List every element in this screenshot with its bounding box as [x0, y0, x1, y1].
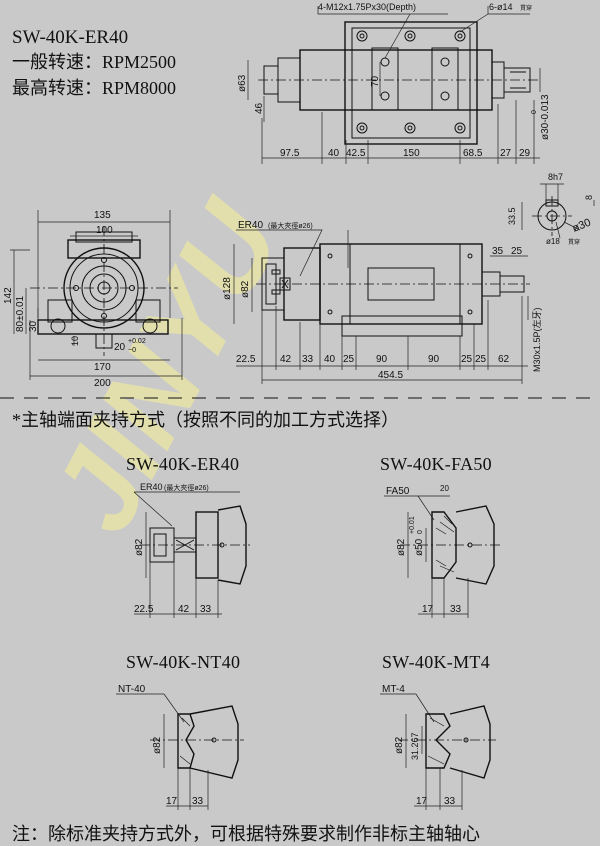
dim-80: 80±0.01 [15, 295, 26, 332]
variant-fa50-drawing [384, 495, 500, 618]
dim-142: 142 [3, 287, 14, 304]
variant-fa50-dim-1: 17 [422, 604, 434, 615]
dim-70: 70 [370, 75, 381, 87]
variant-fa50-dim-2: 33 [450, 604, 462, 615]
side-collet: ER40 [238, 220, 263, 231]
variant-nt40-dim-2: 33 [192, 796, 204, 807]
max-speed: 最高转速：RPM8000 [12, 78, 177, 98]
variant-fa50-dia2: ø50 [414, 538, 425, 556]
dim-33-5: 33.5 [507, 207, 517, 225]
hole-note-suffix: 貫穿 [520, 4, 532, 12]
top-dim-1: 97.5 [280, 148, 300, 159]
side-dim-6: 90 [376, 354, 388, 365]
dim-d63: ø63 [237, 74, 248, 92]
variant-mt4-dim-1: 17 [416, 796, 428, 807]
variant-mt4-dia: ø82 [394, 736, 405, 754]
top-dim-2: 40 [328, 148, 340, 159]
variant-mt4-drawing [380, 693, 496, 810]
hole-note: 6-ø14 [489, 2, 513, 12]
top-dim-4: 150 [403, 148, 420, 159]
side-dim-10: 62 [498, 354, 510, 365]
side-view [233, 229, 530, 384]
variant-fa50-top: 20 [440, 484, 449, 493]
dim-d82: ø82 [240, 280, 251, 298]
side-dim-3: 33 [302, 354, 314, 365]
dim-20-tol-dn: −0 [128, 347, 136, 354]
variant-er40-dim-1: 22.5 [134, 604, 154, 615]
variant-mt4-dia2: 31.267 [410, 732, 420, 760]
footer-note: 注：除标准夹持方式外，可根据特殊要求制作非标主轴轴心 [12, 824, 480, 844]
dim-d30: ø30 [571, 217, 593, 235]
variant-fa50-tol-dn: 0 [417, 530, 424, 534]
section-title: *主轴端面夹持方式（按照不同的加工方式选择） [12, 410, 399, 430]
front-view [10, 210, 183, 380]
dim-200: 200 [94, 378, 111, 389]
top-dim-6: 27 [500, 148, 512, 159]
side-dim-7: 90 [428, 354, 440, 365]
dim-30: 30 [28, 320, 39, 332]
side-dim-8: 25 [461, 354, 473, 365]
side-dim-1: 22.5 [236, 354, 256, 365]
dim-d128: ø128 [222, 277, 233, 300]
dim-8: 8 [584, 195, 594, 200]
top-dim-7: 29 [519, 148, 531, 159]
variant-er40-note: (最大夾徑ø26) [164, 483, 209, 492]
dim-25: 25 [511, 246, 523, 257]
side-total: 454.5 [378, 370, 403, 381]
dim-35: 35 [492, 246, 504, 257]
dim-d18-suffix: 貫穿 [568, 238, 580, 246]
bolt-note: 4-M12x1.75Px30(Depth) [318, 2, 416, 12]
dim-20-tol-up: +0.02 [128, 338, 146, 345]
key-detail [521, 183, 595, 239]
thread-note: M30x1.5P(左牙) [531, 307, 542, 372]
side-collet-note: (最大夾徑ø26) [268, 221, 313, 230]
side-dim-4: 40 [324, 354, 336, 365]
variant-nt40-dim-1: 17 [166, 796, 178, 807]
dim-shaft-b: 0 [531, 110, 538, 114]
dim-135: 135 [94, 210, 111, 221]
variant-nt40-title: SW-40K-NT40 [126, 652, 241, 672]
model-title: SW-40K-ER40 [12, 27, 129, 48]
top-view [247, 6, 541, 164]
variant-mt4-dim-2: 33 [444, 796, 456, 807]
dim-10: 10 [70, 336, 80, 346]
variant-fa50-dia: ø82 [396, 538, 407, 556]
dim-shaft: ø30-0.013 [540, 94, 551, 140]
watermark: JINYU [26, 181, 307, 552]
variant-er40-dia: ø82 [134, 538, 145, 556]
variant-nt40-dia: ø82 [152, 736, 163, 754]
variant-nt40-drawing [116, 693, 244, 810]
normal-speed: 一般转速：RPM2500 [12, 52, 177, 72]
variant-er40-label: ER40 [140, 482, 163, 492]
top-dim-5: 68.5 [463, 148, 483, 159]
variant-nt40-label: NT-40 [118, 684, 146, 695]
side-dim-2: 42 [280, 354, 292, 365]
variant-er40-dim-2: 42 [178, 604, 190, 615]
variant-fa50-tol-up: +0.01 [409, 516, 416, 534]
dim-20: 20 [114, 342, 126, 353]
variant-er40-title: SW-40K-ER40 [126, 454, 240, 474]
variant-er40-dim-3: 33 [200, 604, 212, 615]
dim-46: 46 [254, 102, 265, 114]
dim-170: 170 [94, 362, 111, 373]
side-dim-5: 25 [343, 354, 355, 365]
variant-er40-drawing [133, 491, 250, 618]
dim-d18: ø18 [546, 237, 560, 246]
variant-mt4-title: SW-40K-MT4 [382, 652, 490, 672]
side-dim-9: 25 [475, 354, 487, 365]
variant-fa50-label: FA50 [386, 486, 410, 497]
variant-mt4-label: MT-4 [382, 684, 405, 695]
dim-8h7: 8h7 [548, 172, 563, 182]
top-dim-3: 42.5 [346, 148, 366, 159]
dim-100: 100 [96, 225, 113, 236]
variant-fa50-title: SW-40K-FA50 [380, 454, 492, 474]
